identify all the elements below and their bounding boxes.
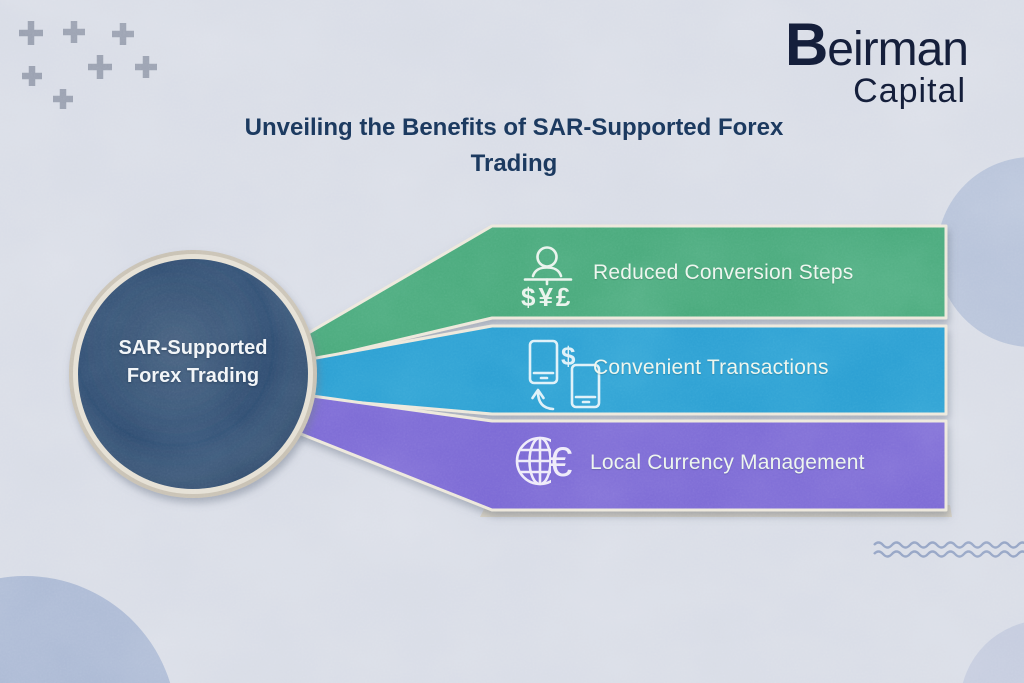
- benefit-band-green: [303, 224, 948, 364]
- page-title-line-2: Trading: [470, 150, 558, 177]
- panel-shadow-strip: [480, 505, 952, 517]
- hub-label: SAR-Supported Forex Trading: [86, 334, 300, 390]
- page-title: Unveiling the Benefits of SAR-Supported …: [182, 110, 846, 182]
- benefit-label-local-currency-management: Local Currency Management: [590, 451, 865, 474]
- phone-transfer-icon: $: [528, 339, 601, 411]
- brand-name: Beirman: [784, 11, 969, 78]
- bottom-left-blob: [0, 576, 171, 683]
- page-title-line-1: Unveiling the Benefits of SAR-Supported …: [244, 114, 784, 141]
- wave-lines-decor: [873, 541, 1024, 558]
- globe-euro-icon: €: [515, 436, 572, 486]
- bottom-right-blob: [962, 622, 1024, 683]
- person-currency-icon: $¥£: [521, 246, 573, 312]
- benefit-label-convenient-transactions: Convenient Transactions: [593, 356, 829, 379]
- euro-symbol: €: [549, 438, 572, 485]
- hub-label-line-1: SAR-Supported: [118, 337, 268, 359]
- currency-symbols: $¥£: [521, 282, 573, 312]
- dollar-symbol: $: [561, 341, 576, 371]
- benefit-label-reduced-conversion-steps: Reduced Conversion Steps: [593, 261, 854, 284]
- brand-subname: Capital: [853, 72, 966, 110]
- hub-label-line-2: Forex Trading: [126, 365, 260, 387]
- right-edge-blob: [937, 157, 1024, 347]
- plus-signs-decor: [19, 21, 157, 109]
- brand-logo: Beirman Capital: [784, 11, 969, 110]
